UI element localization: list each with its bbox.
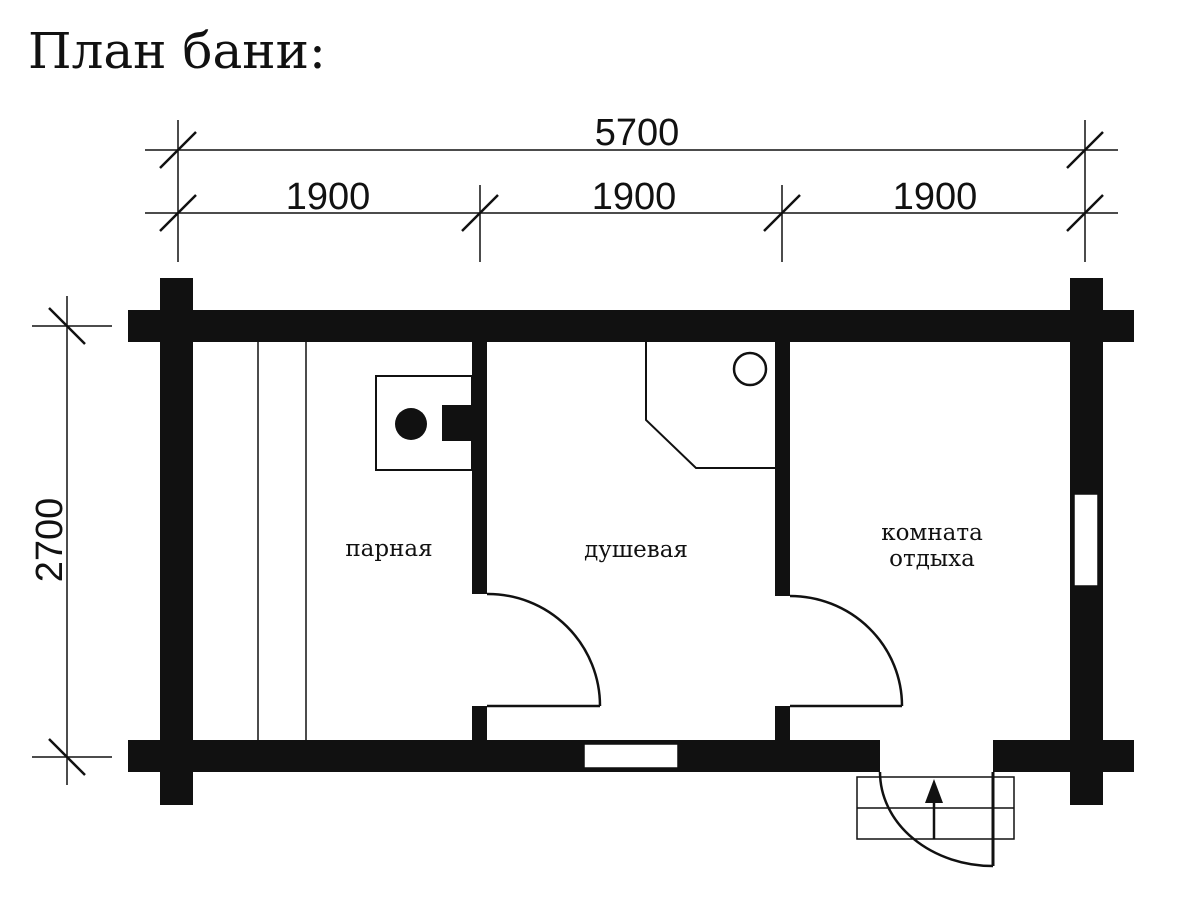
tick-mark (1066, 131, 1104, 169)
partition-2-upper (775, 342, 790, 596)
stove-burner-icon (395, 408, 427, 440)
stove-firebox (442, 405, 472, 441)
dimension-label-segment-1: 1900 (286, 176, 371, 218)
door-steam-room (486, 592, 602, 708)
wall-bottom-right (993, 740, 1134, 772)
tick-mark (1066, 194, 1104, 232)
window-bottom (583, 743, 679, 769)
entrance-arrow-icon (925, 779, 943, 803)
tick-mark (763, 194, 801, 232)
room-label-rest-room-line2: отдыха (889, 546, 975, 572)
dimension-label-depth: 2700 (29, 498, 71, 583)
door-shower-room (789, 594, 904, 708)
dimension-lines (32, 120, 1118, 785)
dimension-label-segment-3: 1900 (893, 176, 978, 218)
tick-mark (48, 307, 86, 345)
shower-tray (645, 342, 775, 469)
door-swing-arc (789, 594, 904, 707)
partition-1-lower (472, 706, 487, 740)
partition-2-lower (775, 706, 790, 740)
partition-1-upper (472, 342, 487, 594)
window-right (1073, 493, 1099, 587)
wall-left (160, 278, 193, 805)
dimension-label-overall: 5700 (595, 112, 680, 154)
entrance (856, 771, 1015, 868)
plan-title: План бани: (28, 22, 326, 80)
shower-tray-outline (645, 342, 775, 469)
door-swing-arc (486, 592, 602, 707)
wall-top (128, 310, 1134, 342)
tick-mark (159, 194, 197, 232)
tick-mark (48, 738, 86, 776)
entrance-door-swing-arc (878, 771, 994, 868)
shower-drain-icon (732, 351, 768, 387)
tick-mark (461, 194, 499, 232)
dimension-label-segment-2: 1900 (592, 176, 677, 218)
room-label-shower-room: душевая (584, 537, 688, 563)
wall-bottom-left (128, 740, 880, 772)
room-label-rest-room-line1: комната (881, 520, 983, 546)
steam-room-benches (257, 342, 307, 740)
tick-mark (159, 131, 197, 169)
stove (375, 375, 473, 471)
room-label-steam-room: парная (345, 536, 432, 562)
